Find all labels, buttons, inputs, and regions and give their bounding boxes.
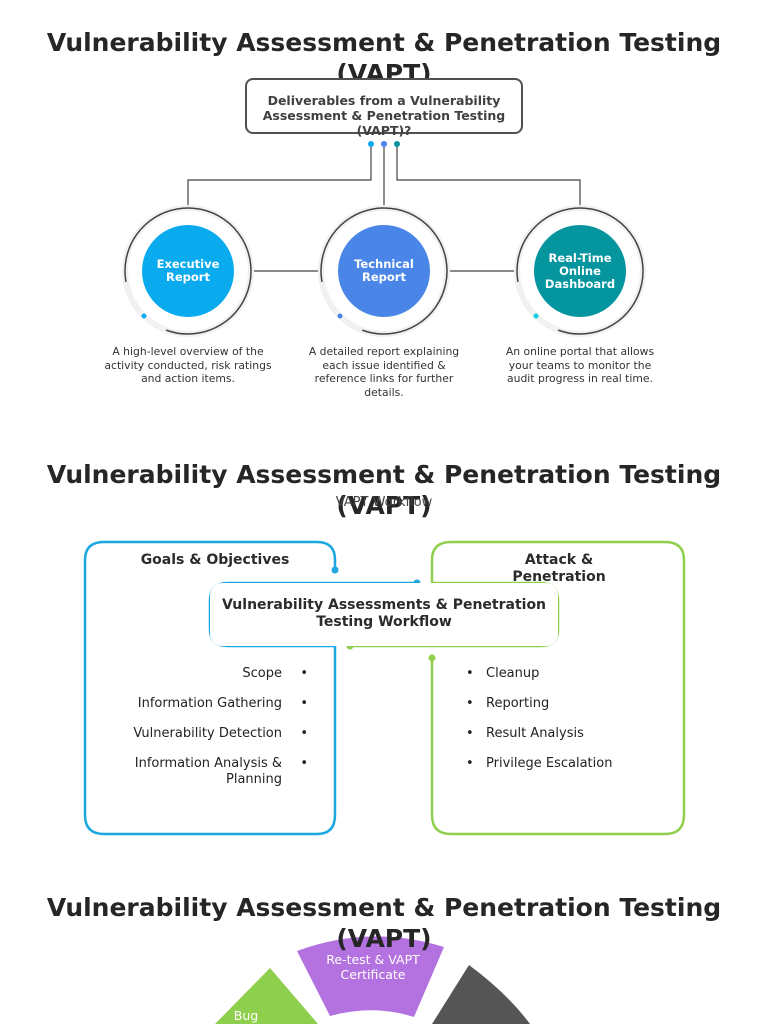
section2-title: Vulnerability Assessment & Penetration T… bbox=[46, 460, 722, 520]
retest-segment bbox=[297, 936, 444, 1017]
bug-segment bbox=[215, 968, 318, 1024]
workflow-center-box: Vulnerability Assessments & Penetration … bbox=[210, 583, 558, 646]
goals-list-item: Information Gathering bbox=[118, 696, 308, 712]
workflow-subtitle: VAPT Workflow bbox=[335, 495, 433, 510]
attack-list: Cleanup Reporting Result Analysis Privil… bbox=[466, 666, 656, 786]
attack-list-item: Privilege Escalation bbox=[466, 756, 656, 772]
attack-list-item: Cleanup bbox=[466, 666, 656, 682]
executive-report-circle: Executive Report bbox=[142, 225, 234, 317]
goals-objectives-heading: Goals & Objectives bbox=[140, 552, 290, 568]
online-dashboard-description: An online portal that allows your teams … bbox=[505, 345, 655, 385]
deliverables-question: Deliverables from a Vulnerability Assess… bbox=[245, 78, 523, 138]
attack-penetration-heading: Attack & Penetration bbox=[512, 552, 606, 585]
technical-report-circle: Technical Report bbox=[338, 225, 430, 317]
goals-list-item: Scope bbox=[118, 666, 308, 682]
attack-list-item: Result Analysis bbox=[466, 726, 656, 742]
section1-title: Vulnerability Assessment & Penetration T… bbox=[46, 28, 722, 88]
goals-list-item: Information Analysis & Planning bbox=[118, 756, 308, 788]
goals-list-item: Vulnerability Detection bbox=[118, 726, 308, 742]
attack-list-item: Reporting bbox=[466, 696, 656, 712]
dark-segment bbox=[432, 965, 530, 1024]
bug-segment-label: Bug bbox=[233, 1008, 259, 1023]
section3-title: Vulnerability Assessment & Penetration T… bbox=[46, 893, 722, 953]
executive-report-description: A high-level overview of the activity co… bbox=[104, 345, 272, 385]
technical-report-description: A detailed report explaining each issue … bbox=[308, 345, 460, 399]
goals-list: Scope Information Gathering Vulnerabilit… bbox=[118, 666, 308, 802]
online-dashboard-circle: Real-Time Online Dashboard bbox=[534, 225, 626, 317]
retest-segment-label: Re-test & VAPT Certificate bbox=[326, 952, 420, 982]
